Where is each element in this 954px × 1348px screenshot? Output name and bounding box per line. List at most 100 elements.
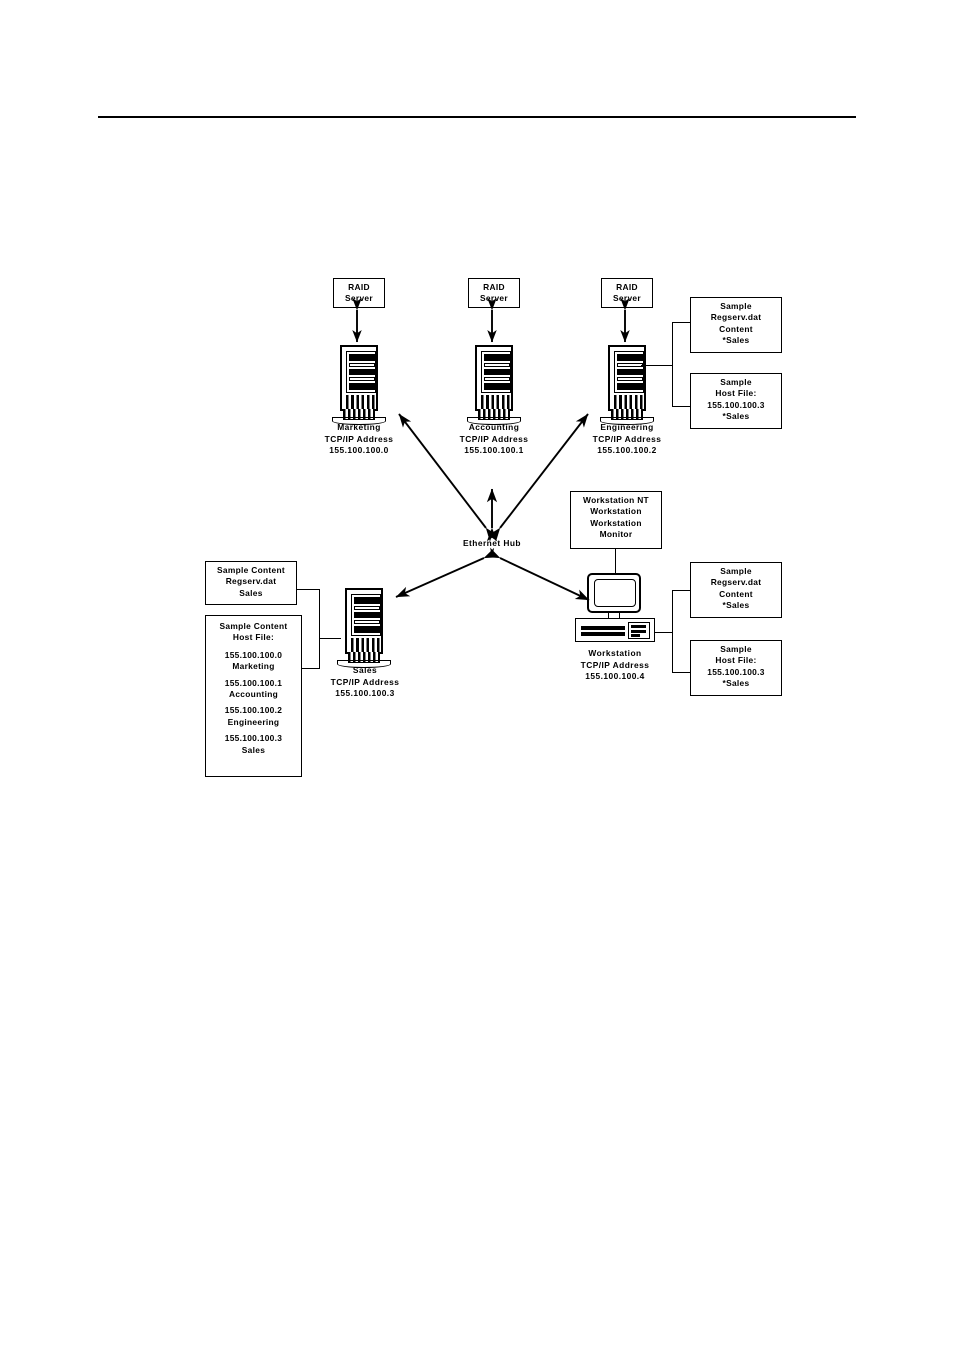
case-bar [581,626,625,630]
raid-server-box-accounting: RAID Server [468,278,520,308]
tower-slot [354,606,380,610]
box-line2: Host File: [715,655,757,666]
monitor-screen [594,579,636,607]
workstation-nt-box: Workstation NT Workstation Workstation M… [570,491,662,549]
monitor-icon [587,573,641,613]
engineering-bracket-arm-bottom [672,406,690,407]
server-address: 155.100.100.2 [597,445,657,456]
server-address: 155.100.100.0 [329,445,389,456]
case-drive-panel [628,622,650,639]
server-name: Accounting [468,422,520,432]
box-line3: Sales [239,587,263,598]
workstation-bracket-spine [672,590,673,672]
hosts-title2: Host File: [232,632,275,643]
hosts-entry-address: 155.100.100.0 [224,649,283,660]
box-line4: Monitor [599,529,633,540]
raid-box-line2: Server [345,293,373,304]
tower-slot [349,377,375,381]
raid-box-line2: Server [613,293,641,304]
drive-slot [631,625,646,628]
server-tower-sales [337,588,391,672]
tower-body [345,588,383,654]
hosts-entry-name: Sales [241,744,266,755]
tower-base [337,652,391,668]
raid-server-box-engineering: RAID Server [601,278,653,308]
tower-slot [354,626,380,633]
tower-foot [332,417,386,425]
tower-slot [349,354,375,361]
workstation-regserv-box: Sample Regserv.dat Content *Sales [690,562,782,618]
tower-slot [484,363,510,367]
server-name: Engineering [600,422,654,432]
tower-slot [617,363,643,367]
workstation-nt-connector [615,549,616,577]
box-line2: Host File: [715,388,757,399]
box-line2: Regserv.dat [710,577,762,588]
workstation-address: 155.100.100.4 [585,671,645,682]
workstation-name: Workstation [588,648,642,658]
tower-slot [617,377,643,381]
sales-bracket-arm-bottom [302,668,319,669]
server-tower-accounting [467,345,521,429]
hub-label-text: Ethernet Hub [463,538,521,548]
box-line4: *Sales [722,335,750,346]
hosts-entry-address: 155.100.100.2 [224,705,283,716]
tower-base [467,409,521,425]
engineering-bracket-spine [672,322,673,406]
sales-bracket-stem [319,638,341,639]
tower-slot [484,377,510,381]
box-line2: Regserv.dat [710,312,762,323]
workstation-address-label: TCP/IP Address [580,659,650,670]
sales-hosts-box: Sample Content Host File: 155.100.100.0 … [205,615,302,777]
server-caption-engineering: Engineering TCP/IP Address 155.100.100.2 [567,422,687,457]
box-line1: Sample [720,566,752,576]
box-line1: Workstation NT [583,495,649,505]
raid-box-line1: RAID [348,282,370,292]
box-line4: *Sales [722,600,750,611]
tower-drive-bay [481,351,511,393]
box-line3: 155.100.100.3 [707,399,765,410]
tower-slot [354,612,380,618]
server-name: Marketing [337,422,381,432]
engineering-bracket-arm-top [672,322,690,323]
hosts-entry-address: 155.100.100.1 [224,677,283,688]
workstation-computer [575,573,655,647]
header-rule [98,116,856,118]
tower-drive-bay [351,594,381,636]
drive-slot [631,630,646,633]
hosts-entry-name: Engineering [227,716,280,727]
workstation-bracket-arm-bottom [672,672,690,673]
tower-slot [484,383,510,390]
box-line1: Sample [720,301,752,311]
hosts-entry-name: Marketing [232,661,275,672]
tower-vent [346,395,376,409]
server-address-label: TCP/IP Address [324,433,394,444]
tower-slot [349,363,375,367]
hosts-entry-address: 155.100.100.3 [224,733,283,744]
tower-body [608,345,646,411]
sales-address: 155.100.100.3 [335,688,395,699]
tower-body [340,345,378,411]
sales-server-caption: Sales TCP/IP Address 155.100.100.3 [305,665,425,700]
server-address: 155.100.100.1 [464,445,524,456]
box-line3: Content [719,588,753,599]
tower-drive-bay [614,351,644,393]
workstation-bracket-stem [655,632,672,633]
server-address-label: TCP/IP Address [459,433,529,444]
box-line4: *Sales [722,411,750,422]
sales-bracket-spine [319,589,320,669]
box-line4: *Sales [722,678,750,689]
server-tower-marketing [332,345,386,429]
tower-slot [354,620,380,624]
engineering-hosts-box: Sample Host File: 155.100.100.3 *Sales [690,373,782,429]
server-address-label: TCP/IP Address [592,433,662,444]
box-line1: Sample [720,377,752,387]
box-line3: Workstation [590,517,642,528]
server-caption-accounting: Accounting TCP/IP Address 155.100.100.1 [434,422,554,457]
box-line1: Sample Content [217,565,285,575]
raid-server-box-marketing: RAID Server [333,278,385,308]
tower-base [332,409,386,425]
tower-slot [617,354,643,361]
